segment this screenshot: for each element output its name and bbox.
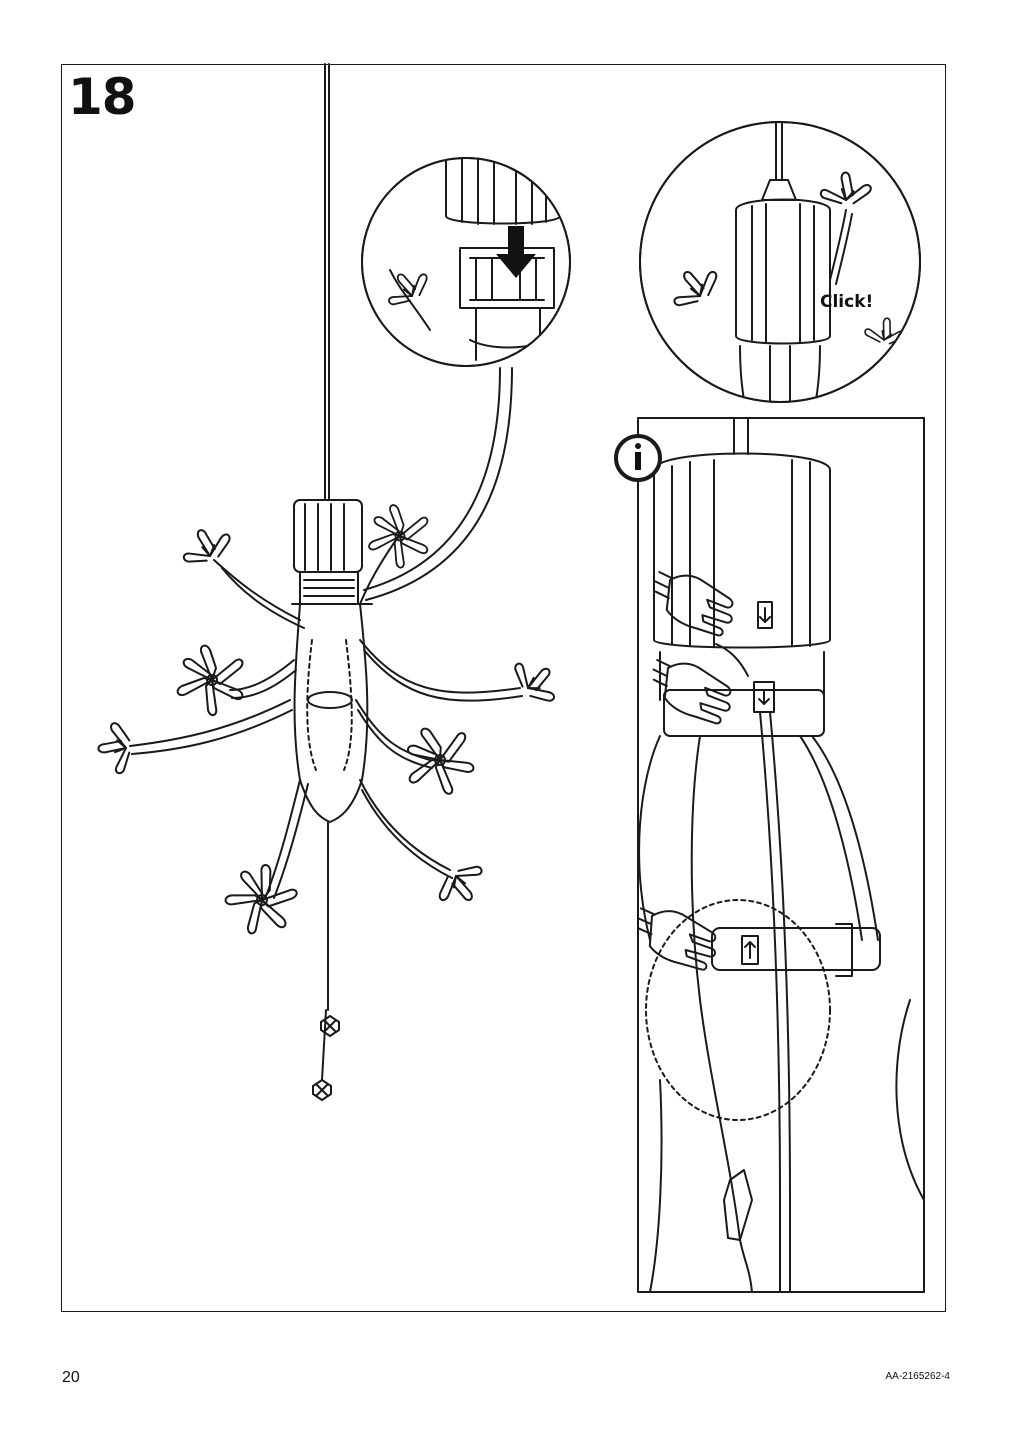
arm-mid-right [355,699,431,761]
arm-upper-left [213,559,301,621]
flower-claw [432,862,491,911]
flower-claw [510,650,564,711]
document-code: AA-2165262-4 [885,1371,951,1382]
flower-head [368,504,429,569]
bulb-housing [293,603,369,823]
flower-head [176,644,244,717]
arm-far-left [129,699,291,747]
pull-bead [312,1079,332,1101]
flower-head [216,854,304,945]
page-number: 20 [62,1369,80,1386]
step-number: 18 [68,68,137,126]
click-label: Click! [820,292,874,312]
step-frame [61,64,946,1312]
info-icon [614,434,662,482]
pull-bead [320,1015,340,1037]
arrow-down-icon [496,226,536,278]
cap-nut-large [653,452,831,649]
arm-right [359,639,521,694]
detail-circle-insert [361,157,571,367]
detail-leader [363,367,501,591]
socket-ring [459,247,555,309]
pendant-lamp [93,63,564,1101]
flower-claw [178,524,234,566]
arm-top-right [359,539,397,605]
cap-nut-closed [735,198,831,345]
detail-circle-click [639,121,921,403]
arm-lower-right [359,779,451,871]
arm-left [229,659,295,691]
flower-claw [93,720,135,776]
info-detail-box [614,417,925,1293]
